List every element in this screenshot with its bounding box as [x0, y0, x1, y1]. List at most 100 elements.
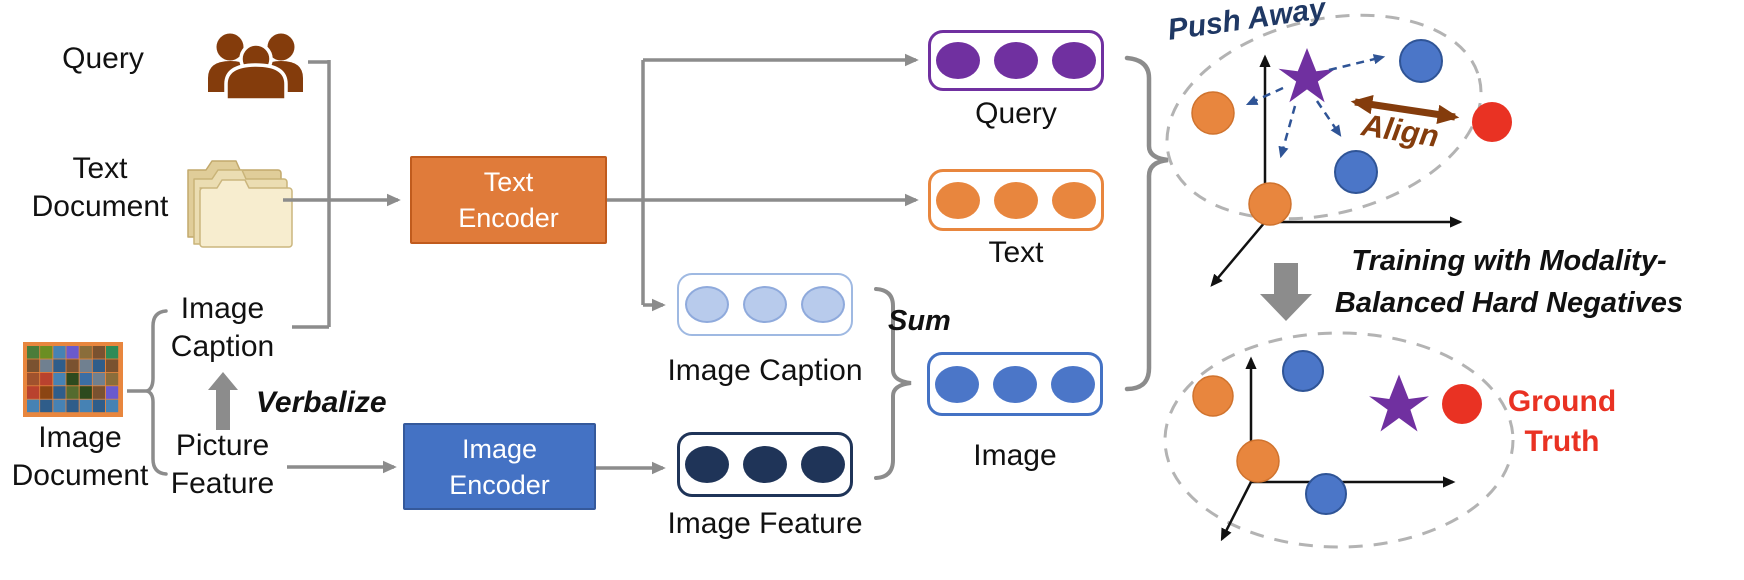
image-embedding-box — [927, 352, 1103, 416]
text-embedding-label: Text — [988, 236, 1044, 269]
embeddings-brace — [1124, 55, 1169, 392]
collage-cell — [53, 359, 66, 372]
collage-cell — [27, 399, 40, 413]
connector-lines — [127, 53, 919, 475]
collage-cell — [27, 359, 40, 372]
collage-cell — [66, 386, 79, 399]
image-feature-embedding-box — [677, 432, 853, 497]
embedding-dot — [743, 446, 787, 483]
collage-cell — [92, 372, 105, 386]
embedding-dot — [935, 365, 979, 403]
text-point — [1191, 91, 1235, 135]
image-point — [1305, 473, 1347, 515]
image-caption-source-label: Image Caption — [170, 292, 275, 363]
collage-cell — [105, 399, 119, 413]
collage-cell — [79, 346, 92, 359]
collage-cell — [79, 399, 92, 413]
collage-cell — [27, 372, 40, 386]
ground-truth-point — [1472, 102, 1512, 142]
embedding-dot — [801, 286, 845, 323]
text-point — [1236, 439, 1280, 483]
image-embedding-label: Image — [973, 439, 1057, 472]
embedding-dot — [743, 286, 787, 323]
text-embedding-box — [928, 169, 1104, 231]
query-input-label: Query — [62, 42, 144, 75]
image-caption-embedding-box — [677, 273, 853, 336]
image-point — [1334, 150, 1378, 194]
collage-cell — [40, 359, 53, 372]
scatter-before-training — [1165, 13, 1512, 287]
people-group-icon — [208, 33, 303, 102]
training-down-arrow-icon — [1260, 263, 1312, 321]
image-encoder-box: Image Encoder — [403, 423, 596, 510]
ground-truth-point — [1442, 384, 1482, 424]
text-point — [1192, 375, 1234, 417]
cluster-ellipse — [1165, 13, 1483, 221]
folders-icon — [187, 160, 293, 248]
collage-cell — [40, 399, 53, 413]
image-document-label: Image Document — [11, 421, 149, 492]
image-caption-embedding-label: Image Caption — [667, 354, 863, 387]
image-document-brace — [141, 309, 168, 476]
collage-cell — [92, 346, 105, 359]
collage-cell — [53, 346, 66, 359]
query-embedding-box — [928, 30, 1104, 91]
sum-label: Sum — [888, 305, 951, 337]
axis-z — [1220, 481, 1253, 542]
collage-cell — [105, 386, 119, 399]
collage-cell — [66, 359, 79, 372]
embedding-dot — [993, 365, 1037, 403]
sum-brace — [874, 287, 912, 480]
embedding-dot — [936, 181, 980, 219]
embedding-dot — [1051, 365, 1095, 403]
collage-cell — [79, 386, 92, 399]
verbalize-label: Verbalize — [256, 386, 387, 419]
axis-z — [1210, 221, 1266, 287]
collage-cell — [27, 386, 40, 399]
collage-cell — [27, 346, 40, 359]
embedding-dot — [685, 446, 729, 483]
embedding-dot — [685, 286, 729, 323]
collage-cell — [40, 372, 53, 386]
image-point — [1399, 39, 1443, 83]
embedding-dot — [801, 446, 845, 483]
text-document-label: Text Document — [31, 152, 169, 223]
collage-cell — [92, 359, 105, 372]
image-feature-embedding-label: Image Feature — [667, 507, 863, 540]
embedding-dot — [936, 42, 980, 79]
collage-cell — [105, 359, 119, 372]
collage-cell — [53, 372, 66, 386]
training-caption: Training with Modality- Balanced Hard Ne… — [1334, 245, 1684, 319]
embedding-dot — [1052, 42, 1096, 79]
collage-cell — [66, 372, 79, 386]
collage-cell — [92, 386, 105, 399]
collage-cell — [66, 399, 79, 413]
collage-cell — [40, 386, 53, 399]
photo-collage-icon — [23, 342, 123, 417]
embedding-dot — [994, 181, 1038, 219]
align-arrow — [1350, 94, 1460, 125]
collage-cell — [105, 372, 119, 386]
image-point — [1282, 350, 1324, 392]
picture-feature-label: Picture Feature — [170, 429, 275, 500]
verbalize-up-arrow-icon — [208, 372, 238, 430]
embedding-dot — [1052, 181, 1096, 219]
collage-cell — [105, 346, 119, 359]
embedding-dot — [994, 42, 1038, 79]
scatter-after-training — [1163, 331, 1515, 549]
collage-cell — [53, 399, 66, 413]
collage-cell — [79, 372, 92, 386]
collage-cell — [53, 386, 66, 399]
query-star — [1278, 48, 1336, 103]
collage-cell — [66, 346, 79, 359]
push-away-arrows — [1245, 54, 1386, 159]
collage-cell — [40, 346, 53, 359]
query-embedding-label: Query — [975, 97, 1057, 130]
collage-cell — [79, 359, 92, 372]
braces — [141, 55, 1169, 480]
cluster-ellipse — [1163, 331, 1515, 549]
text-point — [1248, 182, 1292, 226]
collage-cell — [92, 399, 105, 413]
